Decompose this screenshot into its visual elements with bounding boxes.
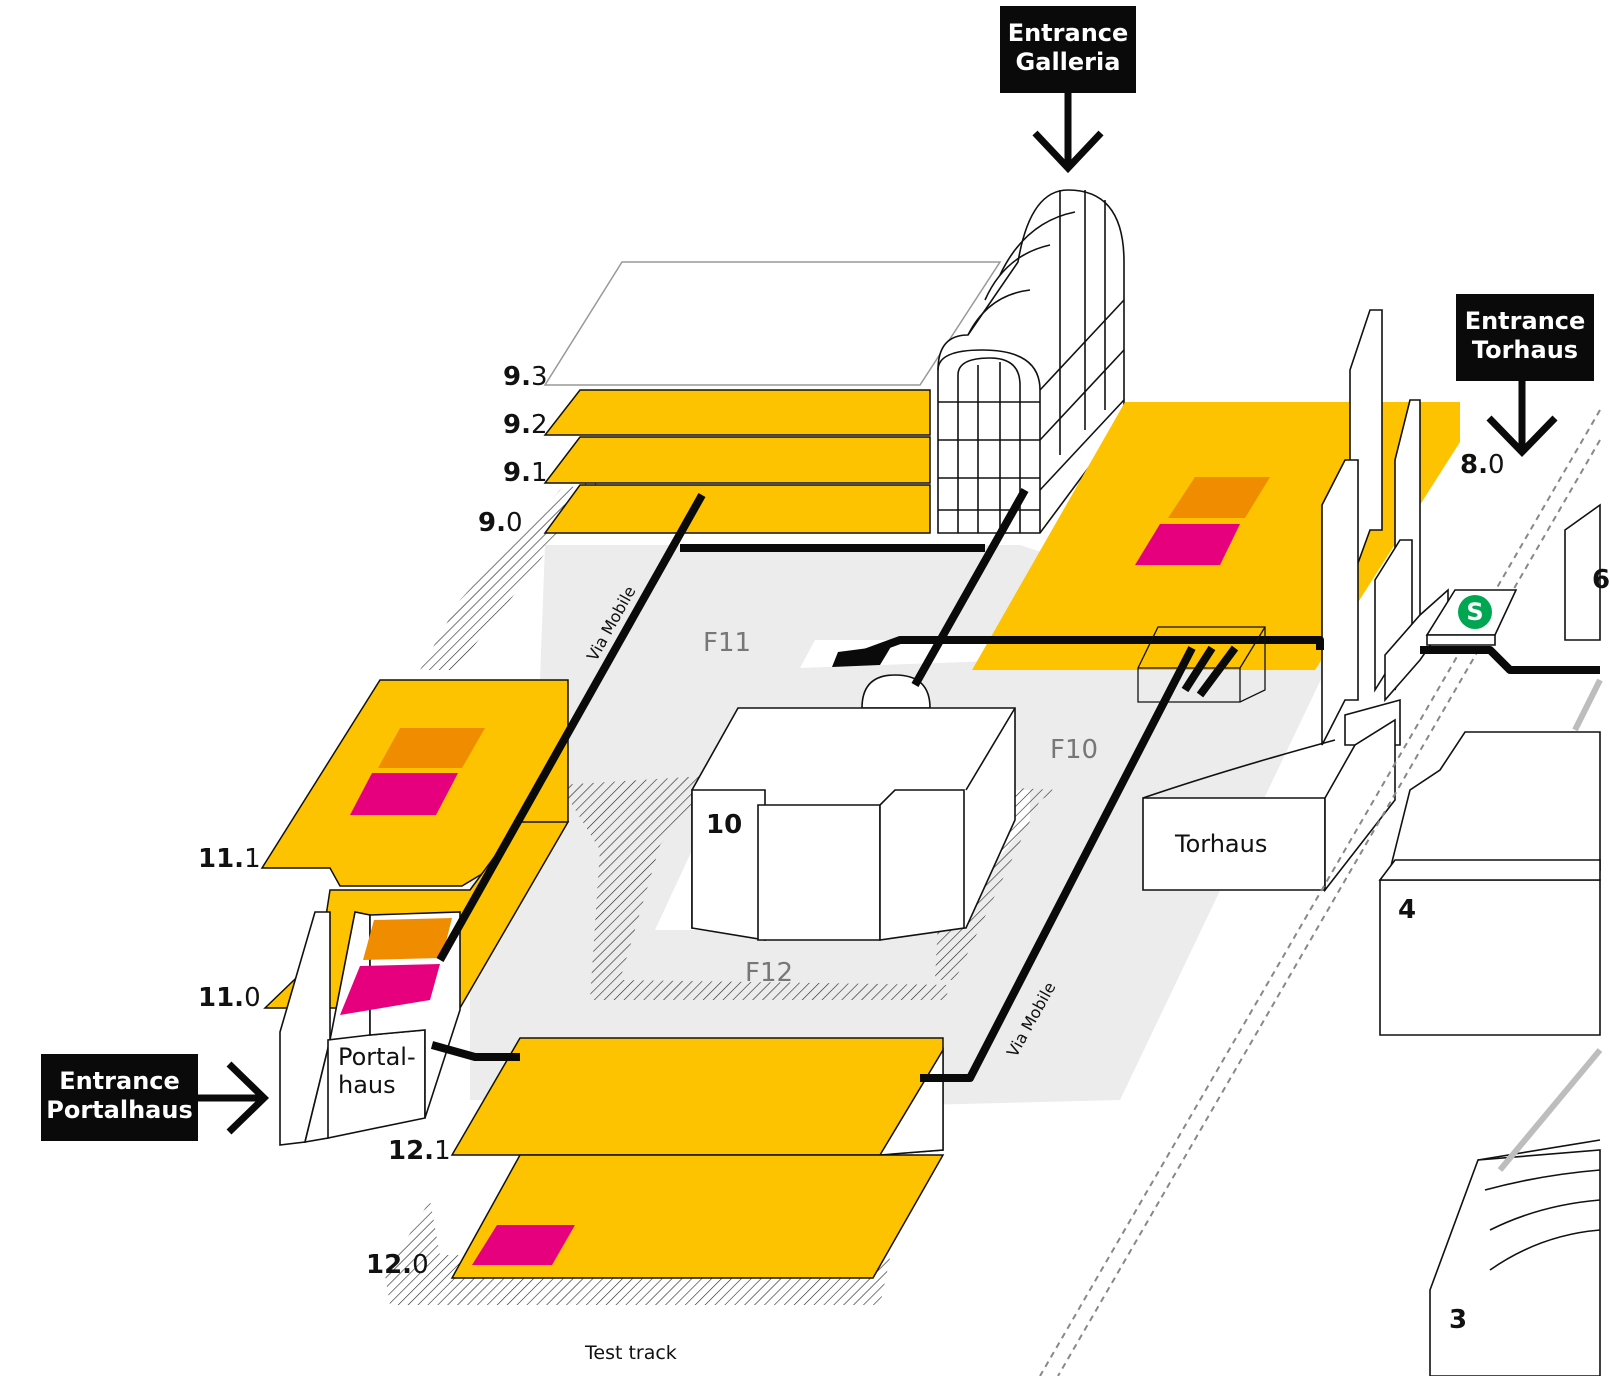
level-label-9-0[interactable]: 9.0 xyxy=(478,508,523,538)
hall-8-walls xyxy=(1321,309,1449,746)
area-label-f11[interactable]: F11 xyxy=(703,628,752,658)
gray-connector xyxy=(1497,678,1603,1172)
arrow-down-icon xyxy=(1486,380,1558,458)
entrance-arrows xyxy=(198,93,1558,1135)
entrance-portalhaus-sign[interactable]: Entrance Portalhaus xyxy=(41,1054,198,1141)
glass-connector xyxy=(1137,626,1266,703)
arrow-right-icon xyxy=(198,1061,270,1135)
entrance-galleria-sign[interactable]: Entrance Galleria xyxy=(1000,6,1136,93)
galleria xyxy=(937,189,1125,534)
hall-number-10[interactable]: 10 xyxy=(706,810,743,840)
entrance-galleria-line1: Entrance xyxy=(1007,19,1129,47)
building-label-portalhaus[interactable]: Portal- haus xyxy=(338,1043,416,1099)
level-label-12-0[interactable]: 12.0 xyxy=(366,1250,429,1280)
level-label-9-1[interactable]: 9.1 xyxy=(503,458,548,488)
portalhaus-line2: haus xyxy=(338,1071,396,1099)
portalhaus-orange-zone xyxy=(363,918,452,960)
hall-9-3 xyxy=(543,261,1002,386)
portalhaus xyxy=(279,911,461,1146)
hall-9-1 xyxy=(543,436,931,484)
entrance-galleria-line2: Galleria xyxy=(1015,48,1121,76)
hall-number-3[interactable]: 3 xyxy=(1449,1305,1468,1335)
level-label-11-1[interactable]: 11.1 xyxy=(198,844,261,874)
hall-10 xyxy=(691,674,1016,941)
hall-8-magenta-zone xyxy=(1135,524,1240,565)
entrance-portalhaus-line2: Portalhaus xyxy=(46,1096,193,1124)
test-track-label: Test track xyxy=(585,1342,677,1364)
level-label-12-1[interactable]: 12.1 xyxy=(388,1136,451,1166)
hall-12 xyxy=(450,1037,945,1279)
sbahn-icon[interactable]: S xyxy=(1458,595,1492,629)
walkway-ramp xyxy=(832,645,892,667)
area-label-f10[interactable]: F10 xyxy=(1050,735,1099,765)
hall-12-1 xyxy=(450,1037,944,1156)
portalhaus-magenta-zone xyxy=(340,964,440,1015)
hall-12-0 xyxy=(450,1154,945,1279)
level-label-8-0[interactable]: 8.0 xyxy=(1460,450,1505,480)
torhaus-building xyxy=(1142,718,1396,893)
hall-12-0-magenta-zone xyxy=(472,1225,575,1265)
east-halls xyxy=(1378,503,1601,1376)
hall-number-6-partial[interactable]: 6 xyxy=(1592,565,1610,595)
hall-11-1-magenta-zone xyxy=(350,773,458,815)
level-label-11-0[interactable]: 11.0 xyxy=(198,983,261,1013)
level-label-9-2[interactable]: 9.2 xyxy=(503,410,548,440)
hall-9-2 xyxy=(543,389,931,436)
entrance-torhaus-line1: Entrance xyxy=(1464,307,1586,335)
hall-11-1-orange-zone xyxy=(378,728,485,768)
building-label-torhaus[interactable]: Torhaus xyxy=(1175,830,1268,858)
hall-8-orange-zone xyxy=(1168,477,1270,518)
hall-9 xyxy=(543,261,1002,534)
entrance-torhaus-line2: Torhaus xyxy=(1471,336,1579,364)
level-label-9-3[interactable]: 9.3 xyxy=(503,362,548,392)
area-label-f12[interactable]: F12 xyxy=(745,958,794,988)
arrow-down-icon xyxy=(1032,93,1104,174)
entrance-portalhaus-line1: Entrance xyxy=(59,1067,180,1095)
hall-9-0 xyxy=(543,484,931,534)
portalhaus-line1: Portal- xyxy=(338,1043,416,1071)
entrance-torhaus-sign[interactable]: Entrance Torhaus xyxy=(1456,294,1594,381)
hall-number-4[interactable]: 4 xyxy=(1398,895,1417,925)
